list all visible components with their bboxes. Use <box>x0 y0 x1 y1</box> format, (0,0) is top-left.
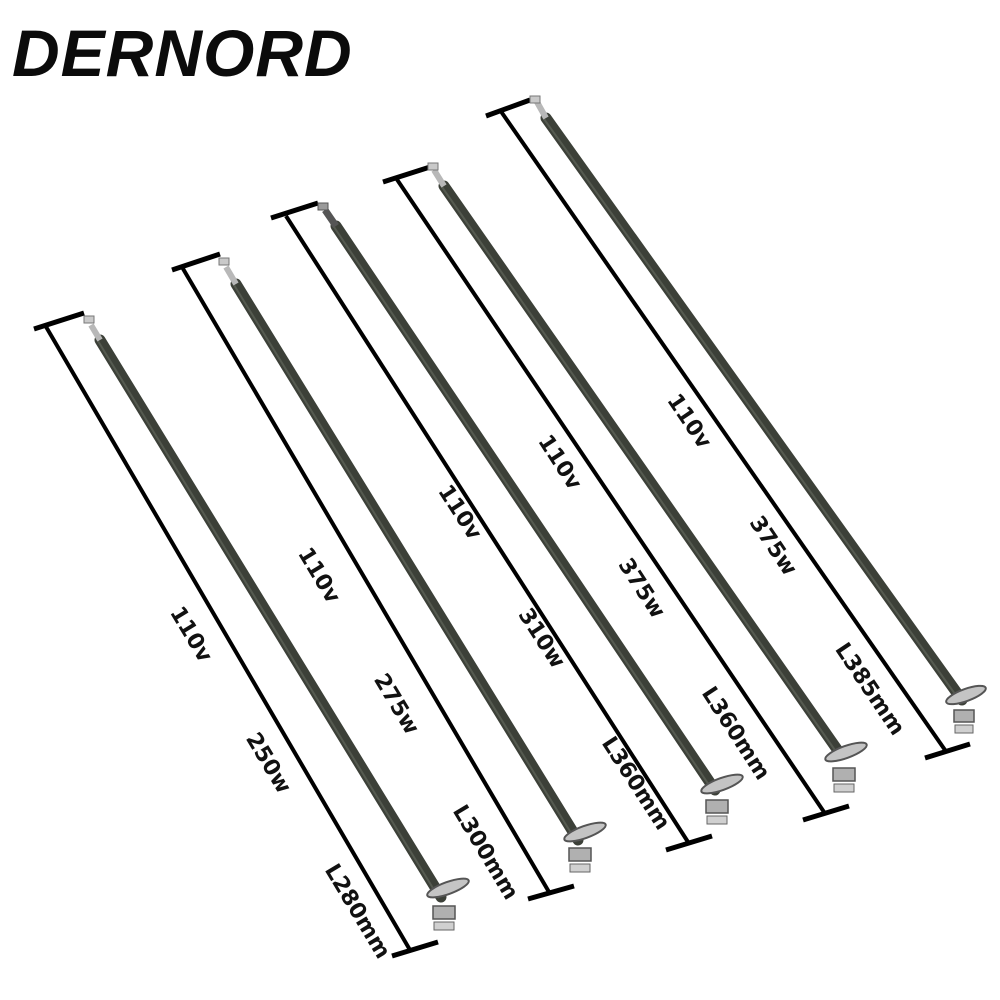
dimension-line <box>485 97 971 761</box>
dimension-line <box>270 200 713 853</box>
spec-label: 110v 375w L360mm <box>495 373 804 830</box>
voltage-label: 110v <box>164 602 217 667</box>
power-label: 375w <box>744 512 802 581</box>
power-label: 275w <box>368 669 424 739</box>
voltage-label: 110v <box>662 390 717 454</box>
spec-label: 110v 250w L280mm <box>129 543 423 1000</box>
length-label: L385mm <box>830 639 910 741</box>
heating-tube <box>540 112 968 706</box>
heating-tube <box>230 278 584 846</box>
mounting-bracket <box>945 684 987 734</box>
length-label: L360mm <box>696 682 775 784</box>
voltage-label: 110v <box>533 430 587 495</box>
mounting-bracket <box>563 821 607 873</box>
power-label: 375w <box>613 554 670 623</box>
terminal-top <box>317 202 339 228</box>
voltage-label: 110v <box>292 543 345 608</box>
dimension-line <box>33 310 439 959</box>
length-label: L280mm <box>319 860 395 964</box>
heating-tube <box>330 220 721 796</box>
mounting-bracket <box>700 773 744 825</box>
mounting-bracket <box>426 877 470 931</box>
dimension-line <box>382 164 850 823</box>
mounting-bracket <box>824 741 868 793</box>
heating-tube <box>438 180 847 761</box>
heating-tube <box>94 334 447 903</box>
terminal-top <box>427 162 447 188</box>
dimension-line <box>171 251 575 902</box>
brand-logo: DERNORD <box>12 16 353 90</box>
terminal-top <box>218 257 239 286</box>
heating-element-2: 110v 275w L300mm <box>171 251 607 904</box>
terminal-top <box>529 95 549 120</box>
heating-element-1: 110v 250w L280mm <box>33 310 470 1000</box>
terminal-top <box>83 315 103 342</box>
power-label: 310w <box>513 604 570 673</box>
length-label: L360mm <box>596 732 675 834</box>
